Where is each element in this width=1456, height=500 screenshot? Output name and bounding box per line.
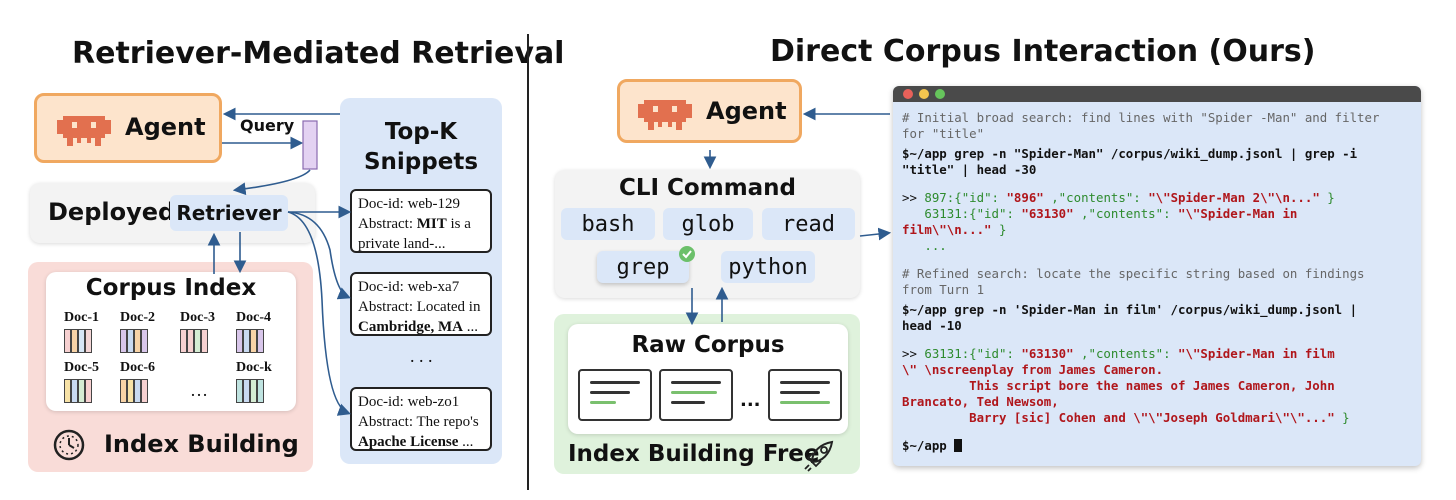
check-icon xyxy=(679,246,695,262)
right-arrows xyxy=(685,107,892,326)
result-2b: film\"\n..." } xyxy=(902,222,1007,237)
snippet-1: Doc-id: web-129 Abstract: MIT is a priva… xyxy=(350,189,492,253)
corpus-index-title: Corpus Index xyxy=(85,275,257,301)
retriever-label: Retriever xyxy=(176,201,282,225)
terminal-prompt[interactable]: $~/app xyxy=(902,438,1379,454)
agent-label-right: Agent xyxy=(706,97,787,125)
agent-robot-icon xyxy=(57,116,111,146)
snippet-2-docid: Doc-id: web-xa7 xyxy=(358,279,460,295)
command-grep: grep xyxy=(597,251,689,283)
corpus-page-1 xyxy=(578,369,652,421)
result-1: >> 897:{"id": "896" ,"contents": "\"Spid… xyxy=(902,190,1335,205)
topk-title-line2: Snippets xyxy=(363,149,479,175)
result-dots: ... xyxy=(902,238,947,253)
clock-icon xyxy=(53,429,85,461)
retriever-box: Retriever xyxy=(170,195,288,231)
snippet-2: Doc-id: web-xa7 Abstract: Located in Cam… xyxy=(350,272,492,336)
doc-1: Doc-1 xyxy=(64,310,99,353)
agent-box-right: Agent xyxy=(617,79,802,143)
corpus-page-2 xyxy=(659,369,733,421)
topk-title-line1: Top-K xyxy=(384,119,458,145)
result-3-line2: \" \nscreenplay from James Cameron. xyxy=(902,362,1164,377)
doc-5: Doc-5 xyxy=(64,360,99,403)
terminal-body: # Initial broad search: find lines with … xyxy=(902,110,1379,454)
comment-1a: # Initial broad search: find lines with … xyxy=(902,110,1380,125)
command-1b: "title" | head -30 xyxy=(902,162,1037,177)
comment-2b: from Turn 1 xyxy=(902,282,985,297)
snippet-2-line3: Cambridge, MA ... xyxy=(358,319,478,335)
command-2b: head -10 xyxy=(902,318,962,333)
right-title: Direct Corpus Interaction (Ours) xyxy=(770,34,1316,69)
cursor-icon xyxy=(954,439,963,452)
result-3-line4: Brancato, Ted Newsom, xyxy=(902,394,1059,409)
docs-ellipsis: … xyxy=(190,380,208,400)
result-3-line3: This script bore the names of James Came… xyxy=(902,378,1335,393)
doc-4: Doc-4 xyxy=(236,310,271,353)
result-2: 63131:{"id": "63130" ,"contents": "\"Spi… xyxy=(902,206,1298,221)
agent-robot-icon xyxy=(638,100,692,130)
command-1a: $~/app grep -n "Spider-Man" /corpus/wiki… xyxy=(902,146,1358,161)
doc-3: Doc-3 xyxy=(180,310,215,353)
deployed-label: Deployed xyxy=(48,198,176,226)
command-python: python xyxy=(721,251,815,283)
terminal-window: # Initial broad search: find lines with … xyxy=(893,86,1421,466)
snippet-3-abstract: Abstract: The repo's xyxy=(358,414,479,430)
agent-box-left: Agent xyxy=(34,93,222,163)
left-arrows xyxy=(207,107,352,416)
command-glob: glob xyxy=(663,208,753,240)
result-3: >> 63131:{"id": "63130" ,"contents": "\"… xyxy=(902,346,1335,361)
doc-2: Doc-2 xyxy=(120,310,155,353)
comment-2a: # Refined search: locate the specific st… xyxy=(902,266,1365,281)
cli-title: CLI Command xyxy=(618,175,797,201)
command-read: read xyxy=(762,208,855,240)
command-2a: $~/app grep -n 'Spider-Man in film' /cor… xyxy=(902,302,1358,317)
left-title: Retriever-Mediated Retrieval xyxy=(72,36,565,71)
maximize-dot-icon[interactable] xyxy=(935,89,945,99)
agent-label-left: Agent xyxy=(125,113,206,141)
raw-corpus-title: Raw Corpus xyxy=(631,332,785,358)
snippet-1-line3: private land-... xyxy=(358,236,446,252)
topk-title: Top-K Snippets xyxy=(340,117,502,177)
snippet-2-abstract: Abstract: Located in xyxy=(358,299,481,315)
snippet-1-docid: Doc-id: web-129 xyxy=(358,196,461,212)
snippet-3: Doc-id: web-zo1 Abstract: The repo's Apa… xyxy=(350,387,492,451)
corpus-page-3 xyxy=(768,369,842,421)
rocket-icon xyxy=(804,440,834,472)
terminal-titlebar xyxy=(893,86,1421,102)
minimize-dot-icon[interactable] xyxy=(919,89,929,99)
command-bash: bash xyxy=(561,208,655,240)
index-building-label: Index Building xyxy=(104,430,299,458)
comment-1b: for "title" xyxy=(902,126,985,141)
query-label: Query xyxy=(240,116,295,135)
result-3-line5: Barry [sic] Cohen and \"\"Joseph Goldmar… xyxy=(902,410,1350,425)
snippet-1-abstract: Abstract: MIT is a xyxy=(358,216,471,232)
pages-ellipsis: ... xyxy=(740,390,761,411)
doc-k: Doc-k xyxy=(236,360,272,403)
divider xyxy=(527,34,529,490)
snippet-3-docid: Doc-id: web-zo1 xyxy=(358,394,460,410)
doc-6: Doc-6 xyxy=(120,360,155,403)
index-free-label: Index Building Free xyxy=(568,441,820,467)
snippet-3-line3: Apache License ... xyxy=(358,434,474,450)
snippets-ellipsis: . . . xyxy=(410,346,433,366)
close-dot-icon[interactable] xyxy=(903,89,913,99)
